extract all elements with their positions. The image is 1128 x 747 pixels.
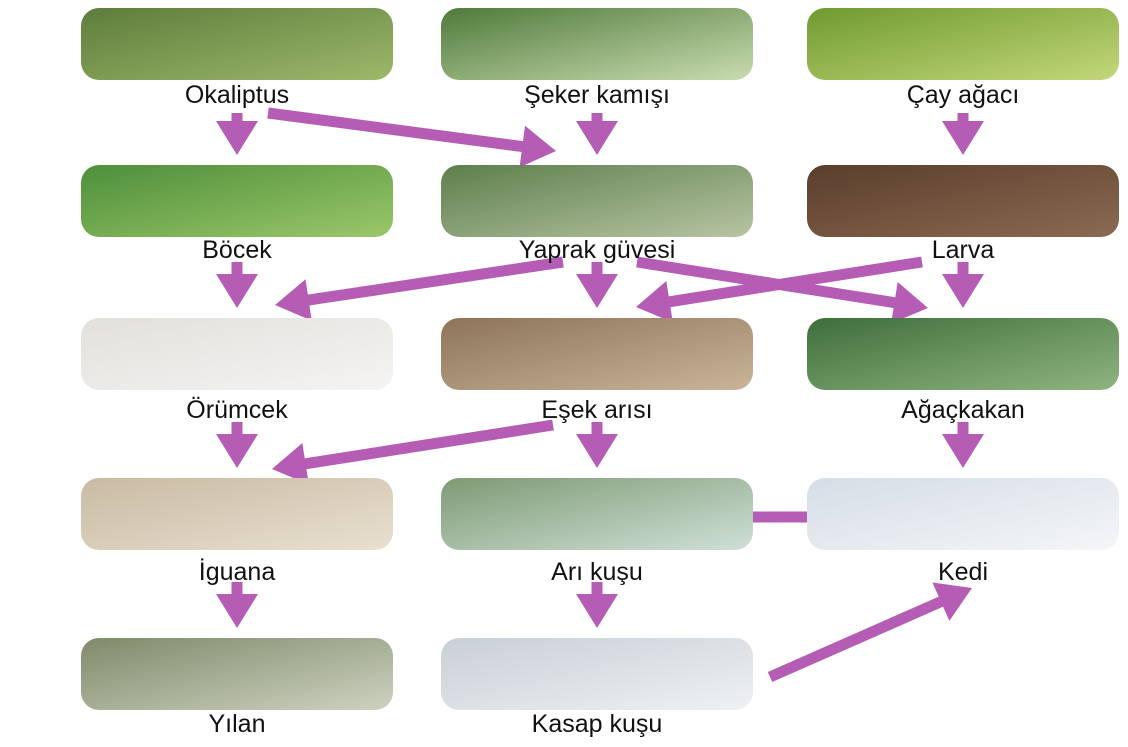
snake-photo <box>81 638 393 710</box>
node-label-bocek: Böcek <box>202 236 272 264</box>
node-label-guve: Yaprak güvesi <box>519 236 676 264</box>
node-orumcek: Örümcek <box>81 318 393 424</box>
node-label-orumcek: Örümcek <box>186 396 288 424</box>
arrow-seker-to-guve <box>576 113 618 155</box>
arrow-okaliptus-to-bocek <box>216 113 258 155</box>
node-yilan: Yılan <box>81 638 393 738</box>
arrow-head <box>216 274 258 308</box>
arrow-esek-to-arikusu <box>576 422 618 468</box>
arrow-guve-to-orumcek <box>275 262 563 321</box>
arrow-head <box>576 274 618 308</box>
arrow-head <box>216 121 258 155</box>
white-leaf-moth-photo <box>441 165 753 237</box>
arrow-head <box>942 274 984 308</box>
node-kasap: Kasap kuşu <box>441 638 753 738</box>
arrow-iguana-to-yilan <box>216 582 258 628</box>
arrow-head <box>275 279 312 321</box>
node-label-yilan: Yılan <box>209 710 266 738</box>
arrow-agackakan-to-kedi <box>942 422 984 468</box>
node-guve: Yaprak güvesi <box>441 165 753 264</box>
grey-kitten-photo <box>807 478 1119 550</box>
arrow-cay-to-larva <box>942 113 984 155</box>
node-label-larva: Larva <box>932 236 995 264</box>
node-larva: Larva <box>807 165 1119 264</box>
arrow-arikusu-to-kasap <box>576 582 618 628</box>
node-okaliptus: Okaliptus <box>81 8 393 109</box>
node-label-seker: Şeker kamışı <box>524 81 670 109</box>
arrow-larva-to-agackakan <box>942 262 984 308</box>
node-label-agackakan: Ağaçkakan <box>901 396 1025 424</box>
arrow-head <box>891 282 928 323</box>
arrow-kasap-to-kedi <box>770 582 972 677</box>
arrow-esek-to-iguana <box>272 425 553 484</box>
arrow-head <box>216 594 258 628</box>
arrow-guve-to-esek <box>576 262 618 308</box>
node-kedi: Kedi <box>807 478 1119 586</box>
node-seker: Şeker kamışı <box>441 8 753 109</box>
node-agackakan: Ağaçkakan <box>807 318 1119 424</box>
arrow-head <box>520 126 556 168</box>
larva-on-soil-photo <box>807 165 1119 237</box>
node-cay: Çay ağacı <box>807 8 1119 109</box>
node-iguana: İguana <box>81 478 393 586</box>
arrow-head <box>636 281 673 322</box>
shrike-birds-photo <box>441 638 753 710</box>
arrow-orumcek-to-iguana <box>216 422 258 468</box>
arrow-head <box>576 594 618 628</box>
tea-tree-branches-photo <box>807 8 1119 80</box>
wasp-on-log-photo <box>441 318 753 390</box>
node-label-cay: Çay ağacı <box>907 81 1020 109</box>
node-label-kedi: Kedi <box>938 558 988 586</box>
bee-eater-bird-photo <box>441 478 753 550</box>
node-label-okaliptus: Okaliptus <box>185 81 289 109</box>
arrow-head <box>942 434 984 468</box>
blue-beetle-on-leaf-photo <box>81 165 393 237</box>
node-arikusu: Arı kuşu <box>441 478 753 586</box>
arrow-okaliptus-to-guve <box>268 113 556 167</box>
arrow-head <box>942 121 984 155</box>
eucalyptus-leaves-photo <box>81 8 393 80</box>
arrow-head <box>216 434 258 468</box>
node-label-esek: Eşek arısı <box>541 396 652 424</box>
arrow-head <box>576 434 618 468</box>
wolf-spider-photo <box>81 318 393 390</box>
node-label-kasap: Kasap kuşu <box>532 710 663 738</box>
node-label-arikusu: Arı kuşu <box>551 558 643 586</box>
woodpecker-photo <box>807 318 1119 390</box>
node-bocek: Böcek <box>81 165 393 264</box>
node-esek: Eşek arısı <box>441 318 753 424</box>
arrow-head <box>576 121 618 155</box>
node-label-iguana: İguana <box>199 557 276 586</box>
sugar-cane-field-photo <box>441 8 753 80</box>
arrow-bocek-to-orumcek <box>216 262 258 308</box>
green-iguana-on-sand-photo <box>81 478 393 550</box>
